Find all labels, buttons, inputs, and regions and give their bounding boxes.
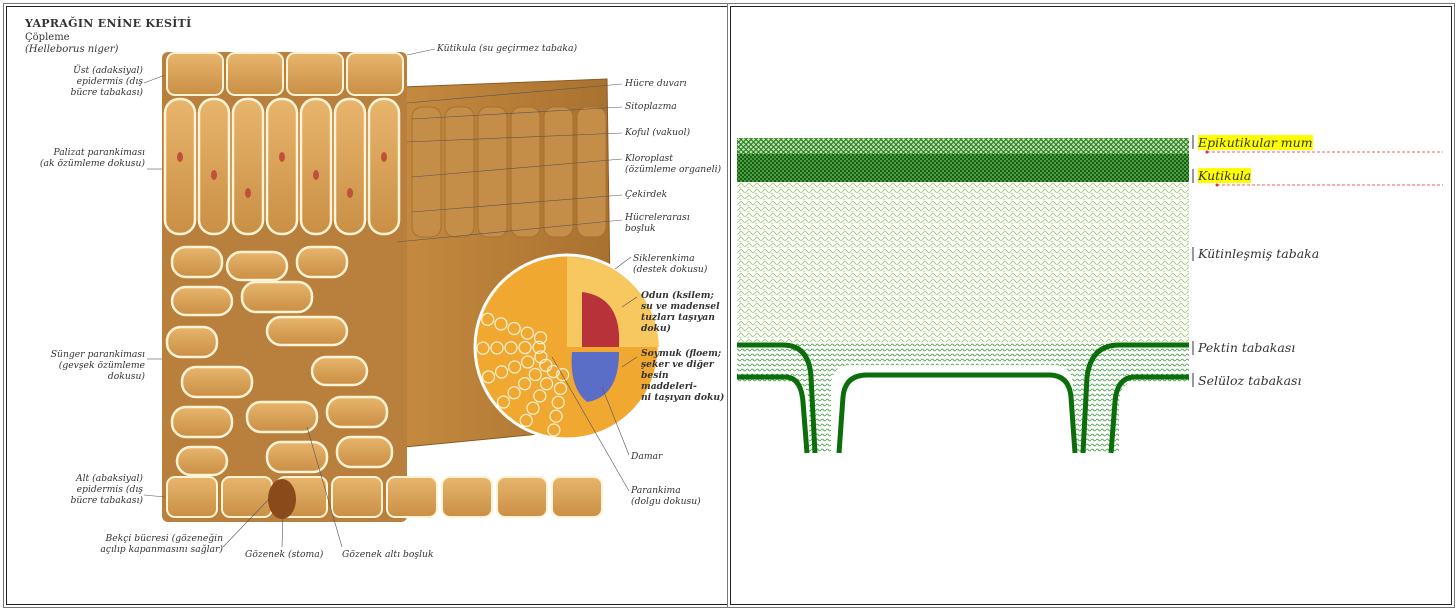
lower-epidermis-cell bbox=[167, 477, 217, 517]
label-spongy: Sünger parankiması (gevşek özümleme doku… bbox=[17, 349, 145, 382]
palisade-cell-back bbox=[412, 107, 441, 237]
label-cell-wall: Hücre duvarı bbox=[625, 78, 687, 89]
label-vacuole: Koful (vakuol) bbox=[625, 127, 690, 138]
label-cytoplasm: Sitoplazma bbox=[625, 101, 677, 112]
plant-name: Çöpleme bbox=[25, 32, 70, 43]
leader-line bbox=[407, 49, 435, 55]
palisade-cell bbox=[369, 99, 399, 234]
lower-epidermis-cell bbox=[332, 477, 382, 517]
cellulose-wall-left-inner bbox=[737, 377, 807, 453]
lower-epidermis-cell bbox=[442, 477, 492, 517]
palisade-cell bbox=[165, 99, 195, 234]
palisade-cell-back bbox=[511, 107, 540, 237]
upper-epidermis-cell bbox=[347, 53, 403, 95]
lower-epidermis-cell bbox=[222, 477, 272, 517]
label-upper-epidermis: Üst (adaksiyal) epidermis (dış bücre tab… bbox=[27, 65, 143, 98]
spongy-cell bbox=[177, 447, 227, 475]
label-vein: Damar bbox=[631, 451, 662, 462]
label-lower-epidermis: Alt (abaksiyal) epidermis (dış bücre tab… bbox=[27, 473, 143, 506]
label-phloem: Soymuk (floem; şeker ve diğer besin madd… bbox=[641, 348, 727, 403]
label-stoma: Gözenek (stoma) bbox=[245, 549, 323, 560]
nucleus bbox=[347, 188, 353, 198]
stoma bbox=[268, 479, 296, 519]
lower-epidermis-cell bbox=[497, 477, 547, 517]
nucleus bbox=[279, 152, 285, 162]
spongy-cell bbox=[312, 357, 367, 385]
nucleus bbox=[381, 152, 387, 162]
upper-epidermis-cell bbox=[167, 53, 223, 95]
label-sclerenchyma: Siklerenkima (destek dokusu) bbox=[633, 253, 707, 275]
label-nucleus: Çekirdek bbox=[625, 189, 667, 200]
nucleus bbox=[313, 170, 319, 180]
cuticle-layers-panel: Epikutikular mum Kutikula Kütinleşmiş ta… bbox=[730, 6, 1452, 605]
palisade-cell-back bbox=[544, 107, 573, 237]
lower-epidermis-cell bbox=[552, 477, 602, 517]
nucleus bbox=[177, 152, 183, 162]
spongy-cell bbox=[247, 402, 317, 432]
leaf-cross-section-panel: YAPRAĞIN ENİNE KESİTİ Çöpleme (Helleboru… bbox=[6, 6, 728, 605]
cellulose-wall-middle bbox=[839, 375, 1075, 453]
palisade-cell bbox=[335, 99, 365, 234]
layer-label-epicuticular-wax: Epikutikular mum bbox=[1198, 135, 1313, 150]
leaf-block bbox=[144, 49, 659, 547]
palisade-cell-back bbox=[478, 107, 507, 237]
label-substomatal-cavity: Gözenek altı boşluk bbox=[342, 549, 434, 560]
label-chloroplast: Kloroplast (özümleme organeli) bbox=[625, 153, 721, 175]
spongy-cell bbox=[267, 442, 327, 472]
layer-label-cutinized: Kütinleşmiş tabaka bbox=[1198, 246, 1319, 261]
spongy-cell bbox=[167, 327, 217, 357]
spongy-cell bbox=[182, 367, 252, 397]
spongy-cell bbox=[267, 317, 347, 345]
leader-line bbox=[615, 257, 631, 269]
label-cuticle: Kütikula (su geçirmez tabaka) bbox=[437, 43, 577, 54]
palisade-cell bbox=[199, 99, 229, 234]
layer-label-pectin: Pektin tabakası bbox=[1198, 340, 1295, 355]
palisade-cell bbox=[233, 99, 263, 234]
palisade-cell bbox=[301, 99, 331, 234]
spongy-cell bbox=[227, 252, 287, 280]
nucleus bbox=[245, 188, 251, 198]
leader-line bbox=[144, 75, 165, 83]
nucleus bbox=[211, 170, 217, 180]
spongy-cell bbox=[172, 287, 232, 315]
epicuticular-wax-layer bbox=[737, 138, 1189, 154]
spongy-cell bbox=[172, 247, 222, 277]
spongy-cell bbox=[242, 282, 312, 312]
label-guard-cell: Bekçi bücresi (gözeneğin açılıp kapanmas… bbox=[77, 533, 223, 555]
label-intercellular-space: Hücrelerarası boşluk bbox=[625, 212, 690, 234]
leader-line bbox=[144, 495, 165, 497]
cutinized-layer bbox=[737, 182, 1189, 342]
upper-epidermis-cell bbox=[227, 53, 283, 95]
upper-epidermis-cell bbox=[287, 53, 343, 95]
cuticle-proper-layer bbox=[737, 154, 1189, 182]
spongy-cell bbox=[297, 247, 347, 277]
spongy-cell bbox=[327, 397, 387, 427]
figure-title: YAPRAĞIN ENİNE KESİTİ bbox=[25, 17, 192, 30]
label-palisade: Palizat parankiması (ak özümleme dokusu) bbox=[17, 147, 145, 169]
label-xylem: Odun (ksilem; su ve madensel tuzları taş… bbox=[641, 290, 720, 334]
spongy-cell bbox=[172, 407, 232, 437]
palisade-cell-back bbox=[577, 107, 606, 237]
palisade-cell bbox=[267, 99, 297, 234]
cuticle-diagram bbox=[731, 7, 1451, 604]
layer-label-cuticle: Kutikula bbox=[1198, 168, 1251, 183]
lower-epidermis-cell bbox=[387, 477, 437, 517]
spongy-cell bbox=[337, 437, 392, 467]
layer-label-cellulose: Selüloz tabakası bbox=[1198, 373, 1301, 388]
plant-latin-name: (Helleborus niger) bbox=[25, 44, 118, 55]
label-parenchyma: Parankima (dolgu dokusu) bbox=[631, 485, 701, 507]
